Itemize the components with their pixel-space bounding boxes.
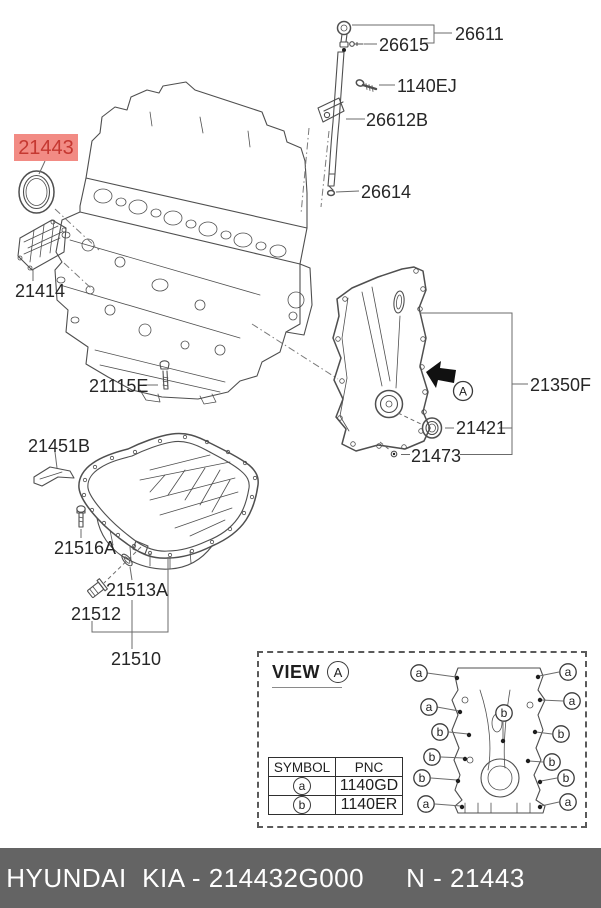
view-a-callouts: a a b b b a b a a b b b a [410, 663, 581, 813]
oil-seal-21421-drawing [421, 417, 443, 439]
part-label-21443-highlighted[interactable]: 21443 [14, 134, 78, 161]
diagram-artwork: A [17, 20, 581, 814]
symbol-pnc-table: SYMBOL PNC a 1140GD b 1140ER [268, 757, 403, 815]
engine-assembly-drawing [54, 81, 339, 405]
callout-letter: a [423, 797, 430, 811]
pnc-value: 1140ER [335, 795, 403, 815]
callout-letter: b [419, 771, 426, 785]
view-ref-letter: A [459, 385, 467, 399]
part-label-21516A[interactable]: 21516A [54, 538, 117, 558]
view-a-title-text: VIEW [272, 661, 321, 682]
callout-letter: b [558, 727, 565, 741]
symbol-a-badge: a [293, 777, 311, 795]
view-a-title-underline [272, 687, 342, 688]
oil-pan-drawing [78, 432, 259, 570]
oil-seal-21443-drawing [18, 160, 55, 214]
callout-letter: a [569, 694, 576, 708]
leader-lines-oil-pan [91, 546, 169, 649]
bolt-21516A-drawing [76, 505, 86, 538]
view-ref-circle: A [452, 380, 474, 402]
bolt-21473-drawing [390, 450, 398, 458]
o-ring-26614-drawing [326, 189, 336, 197]
part-label-26611[interactable]: 26611 [455, 24, 504, 44]
drain-plug-21512-drawing [87, 578, 108, 599]
part-label-21451B[interactable]: 21451B [28, 436, 91, 456]
pnc-value: 1140GD [335, 776, 403, 796]
table-row: a 1140GD [268, 776, 403, 796]
callout-letter: b [563, 771, 570, 785]
part-label-21421[interactable]: 21421 [456, 418, 507, 438]
callout-letter: a [565, 795, 572, 809]
part-label-21350F[interactable]: 21350F [530, 375, 592, 395]
part-label-21512[interactable]: 21512 [71, 604, 122, 624]
gasket-21513A-drawing [121, 553, 133, 567]
direction-arrow-icon [426, 361, 456, 388]
screw-26615-drawing [349, 41, 364, 47]
callout-letter: b [501, 706, 508, 720]
dipstick-assembly-drawing [317, 20, 452, 197]
callout-letter: b [429, 750, 436, 764]
pnc-column-header: PNC [335, 757, 403, 777]
table-header-row: SYMBOL PNC [268, 757, 403, 777]
callout-letter: a [416, 666, 423, 680]
part-label-21414[interactable]: 21414 [15, 281, 66, 301]
part-label-21115E[interactable]: 21115E [89, 376, 149, 396]
view-a-cover-drawing [451, 667, 546, 814]
callout-letter: a [426, 700, 433, 714]
part-label-26614[interactable]: 26614 [361, 182, 412, 202]
timing-cover-drawing [332, 266, 431, 452]
part-label-1140EJ[interactable]: 1140EJ [397, 76, 457, 96]
callout-letter: b [549, 755, 556, 769]
callout-letter: a [565, 665, 572, 679]
leader-lines-right [401, 312, 528, 455]
table-row: b 1140ER [268, 795, 403, 815]
bolt-21115E-drawing [143, 360, 170, 390]
part-label-26615[interactable]: 26615 [379, 35, 430, 55]
catalog-footer-banner: HYUNDAI KIA - 214432G000 N - 21443 [0, 848, 601, 908]
baffle-21451B-drawing [33, 451, 75, 487]
banner-reference-number: N - 21443 [406, 862, 525, 893]
part-label-26612B[interactable]: 26612B [366, 110, 429, 130]
symbol-column-header: SYMBOL [268, 757, 336, 777]
view-a-ref-circle: A [327, 661, 350, 683]
symbol-b-badge: b [293, 796, 311, 814]
ladder-frame-21414-drawing [17, 219, 67, 281]
bolt-1140EJ-drawing [355, 79, 378, 92]
banner-catalog-number: HYUNDAI KIA - 214432G000 [6, 862, 365, 893]
part-label-21473[interactable]: 21473 [411, 446, 462, 466]
callout-letter: b [437, 725, 444, 739]
part-label-21513A[interactable]: 21513A [106, 580, 169, 600]
view-a-title: VIEW A [272, 661, 350, 683]
part-label-21510[interactable]: 21510 [111, 649, 162, 669]
